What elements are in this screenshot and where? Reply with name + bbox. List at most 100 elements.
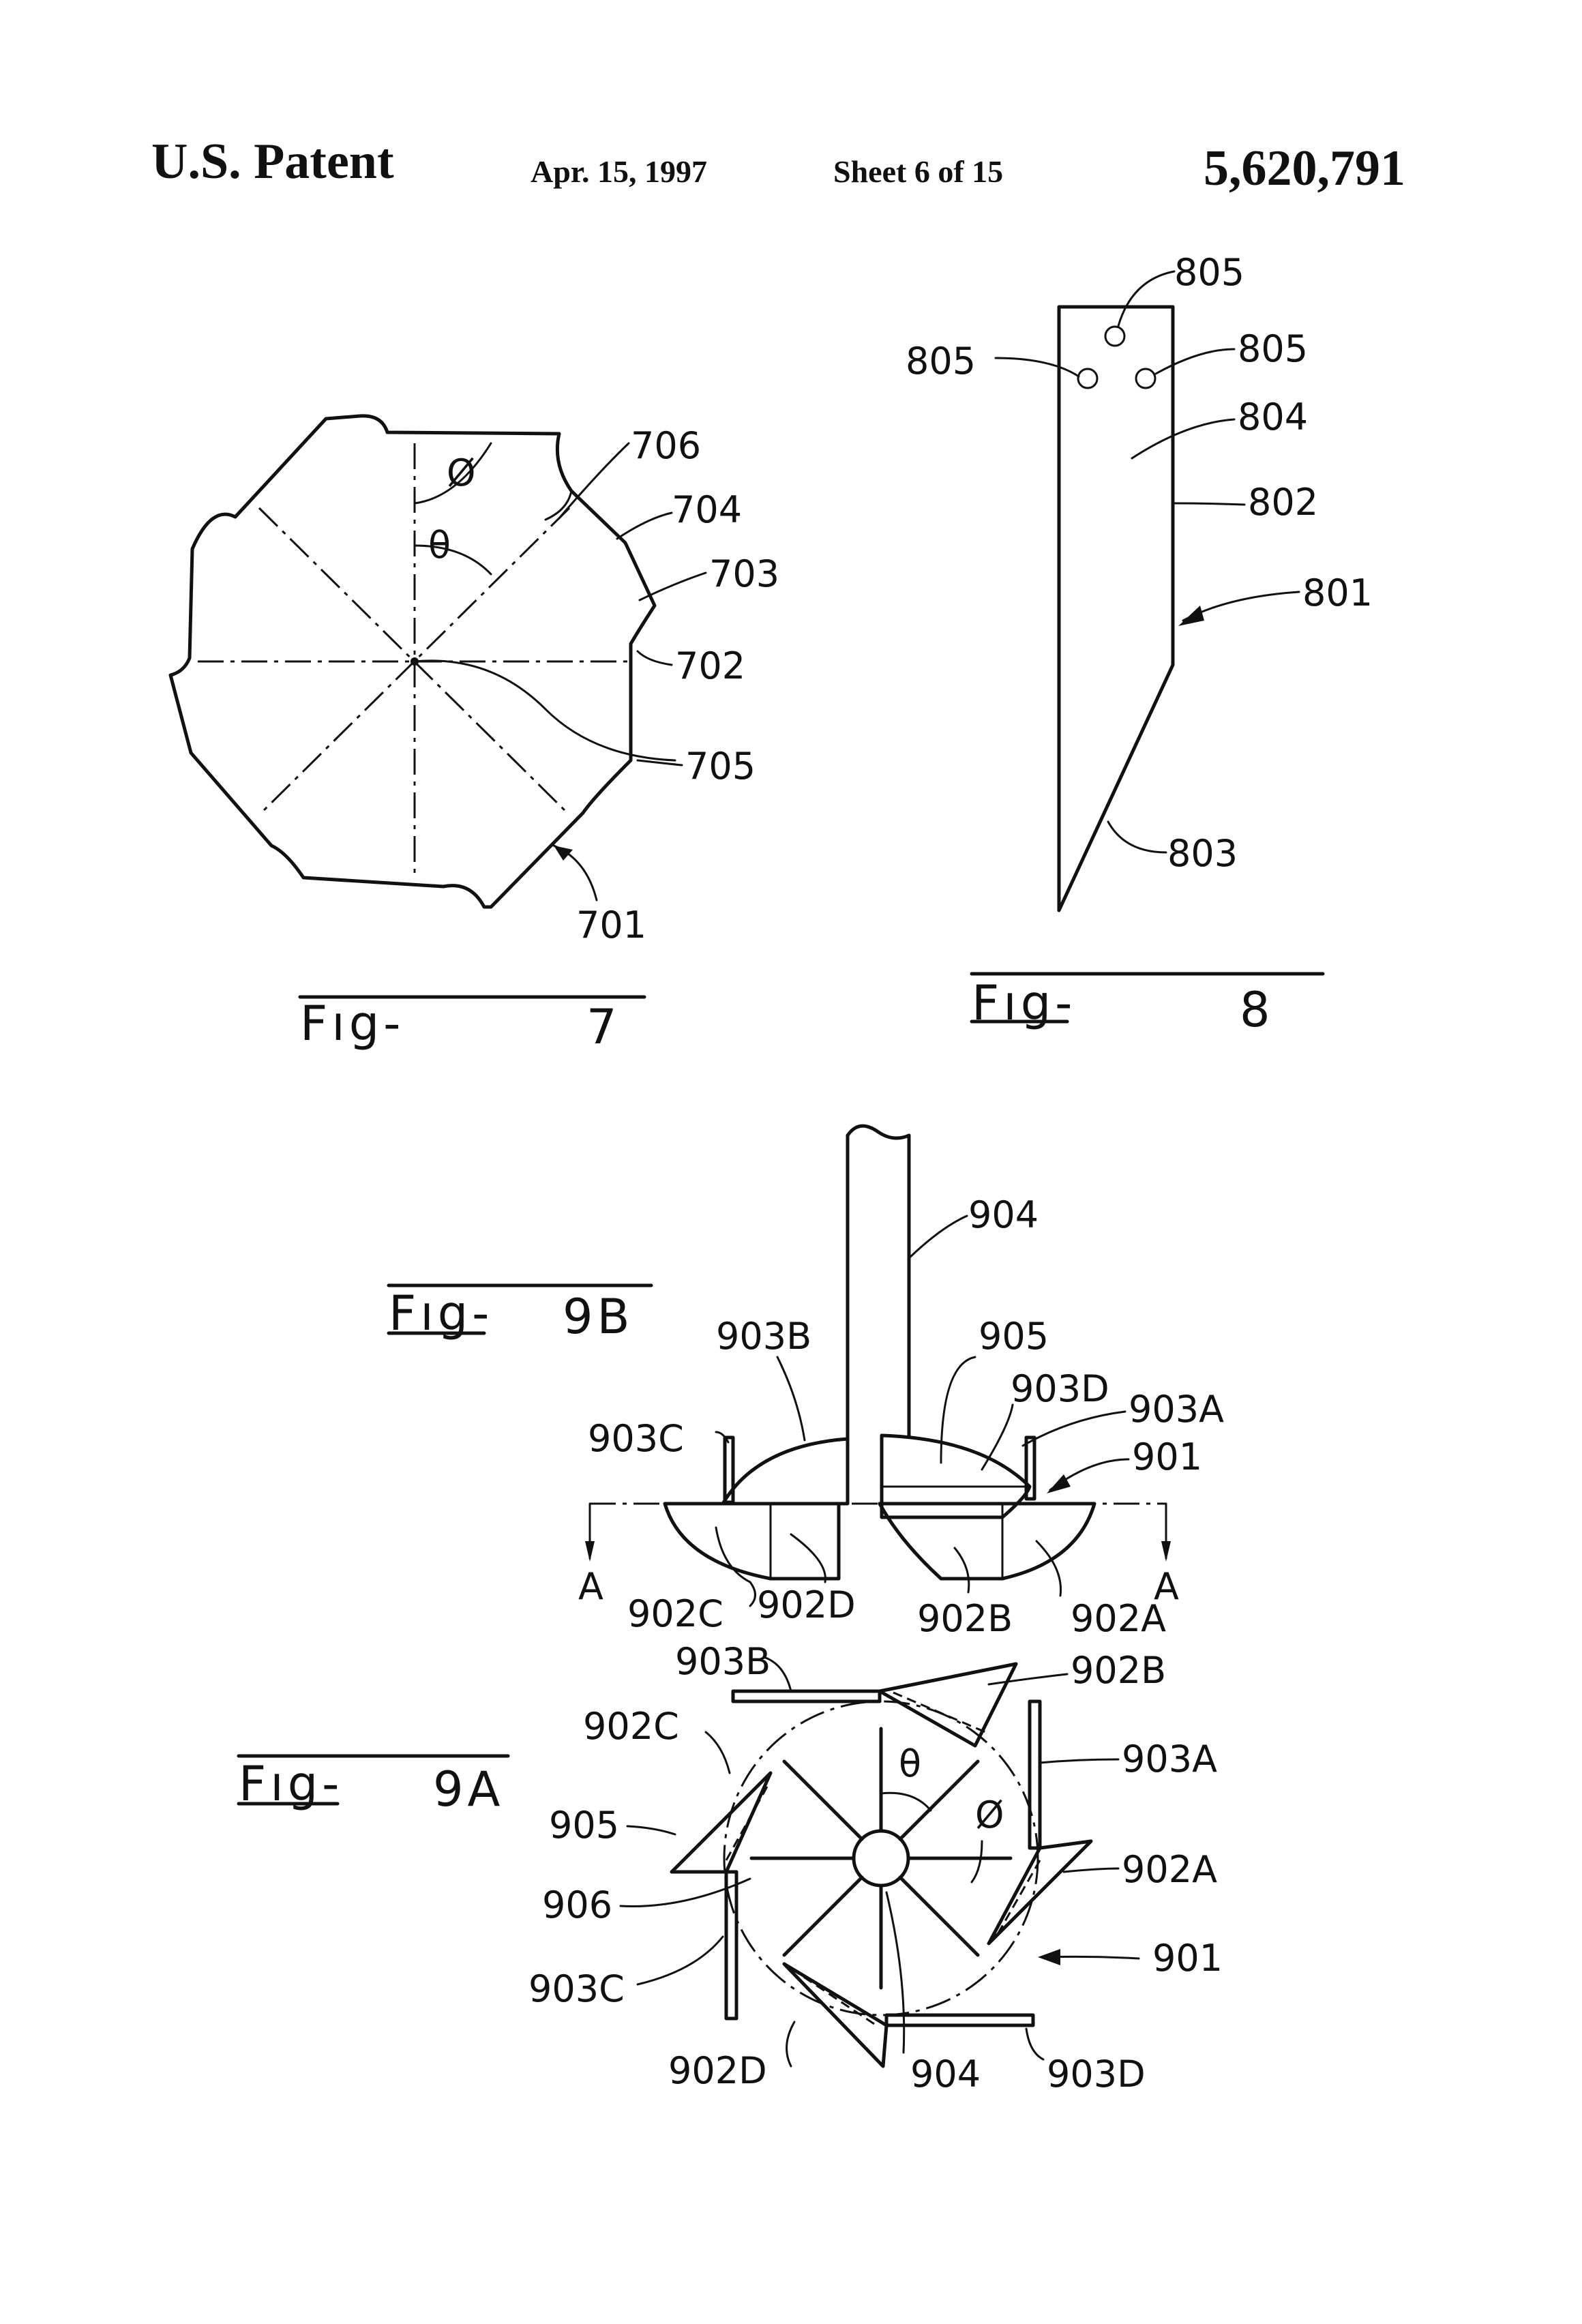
fig9b-shaft bbox=[848, 1135, 909, 1487]
fig8-label-805-top: 805 bbox=[1174, 251, 1244, 294]
fig8-leader-805a bbox=[1118, 271, 1174, 326]
fig9a-label-903D: 903D bbox=[1047, 2053, 1146, 2096]
fig7-notch-706 bbox=[546, 491, 571, 520]
fig9b-section-arrow-right bbox=[1161, 1541, 1171, 1562]
fig9a-leader-905 bbox=[627, 1826, 675, 1834]
fig7-number: 7 bbox=[586, 999, 621, 1055]
fig7-phi-symbol: Ø bbox=[447, 451, 476, 494]
fig9a-label-904: 904 bbox=[910, 2053, 981, 2096]
fig8-leader-805b bbox=[996, 358, 1079, 376]
fig8-label-801: 801 bbox=[1302, 571, 1373, 614]
fig8-leader-804 bbox=[1132, 419, 1234, 458]
fig8-number: 8 bbox=[1240, 982, 1274, 1038]
fig9b-blade-902C bbox=[665, 1504, 839, 1579]
fig9b-leader-902D bbox=[791, 1534, 825, 1582]
fig9a-label-905: 905 bbox=[549, 1804, 619, 1847]
fig9b-label-903A: 903A bbox=[1129, 1388, 1224, 1431]
fig9a-leader-903A bbox=[1040, 1759, 1118, 1763]
fig8-label-805-left: 805 bbox=[906, 340, 976, 383]
fig9a-arrow-901 bbox=[1038, 1949, 1060, 1965]
fig7-label-704: 704 bbox=[672, 488, 742, 531]
fig7-leader-703 bbox=[640, 573, 706, 600]
fig9b-label-901: 901 bbox=[1132, 1435, 1202, 1478]
fig9b-label-902A: 902A bbox=[1071, 1597, 1166, 1640]
fig9b-label-902B: 902B bbox=[917, 1597, 1013, 1640]
fig9a-theta-symbol: θ bbox=[899, 1742, 921, 1785]
fig9a-leader-904 bbox=[886, 1892, 904, 2053]
fig8-leader-802 bbox=[1174, 503, 1244, 505]
fig9a-label-902D: 902D bbox=[668, 2049, 767, 2092]
fig8-leader-803 bbox=[1108, 822, 1166, 852]
fig7-theta-arc bbox=[415, 546, 491, 574]
fig9a-blade-902B bbox=[880, 1664, 1016, 1746]
fig9b-label-904: 904 bbox=[968, 1193, 1039, 1236]
fig9a-label-906: 906 bbox=[542, 1883, 612, 1926]
fig9a-drawing bbox=[621, 1657, 1139, 2066]
fig9b-fin-903A bbox=[1026, 1437, 1034, 1499]
fig9b-blade-903B bbox=[723, 1439, 848, 1504]
fig9a-phi-arc bbox=[972, 1841, 982, 1882]
fig7-label-701: 701 bbox=[576, 904, 646, 947]
fig7-leader-706 bbox=[559, 443, 629, 518]
fig9a-fin-903C bbox=[726, 1872, 736, 2018]
fig8-label-803: 803 bbox=[1167, 832, 1238, 875]
fig9b-label-903D: 903D bbox=[1011, 1367, 1109, 1410]
fig9a-leader-902B bbox=[989, 1674, 1067, 1684]
fig9a-label-902C: 902C bbox=[583, 1705, 679, 1748]
fig9b-label-902D: 902D bbox=[757, 1583, 856, 1626]
fig8-label-805-right: 805 bbox=[1238, 327, 1308, 370]
fig9a-spoke-diag1 bbox=[784, 1761, 862, 1839]
fig9a-spoke-diag2 bbox=[900, 1877, 978, 1955]
fig8-blade-outline bbox=[1059, 307, 1173, 910]
fig7-leader-702 bbox=[638, 651, 672, 665]
fig9b-leader-903D bbox=[982, 1405, 1013, 1470]
fig7-label-703: 703 bbox=[709, 552, 779, 595]
fig9a-spoke-diag4 bbox=[784, 1877, 862, 1955]
fig9a-phi-symbol: Ø bbox=[975, 1793, 1004, 1836]
fig7-blade-curve bbox=[415, 661, 675, 760]
fig9a-leader-903D bbox=[1026, 2029, 1043, 2059]
fig9b-label-903C: 903C bbox=[588, 1417, 684, 1460]
fig9a-label-902B: 902B bbox=[1071, 1649, 1166, 1692]
fig9b-leader-902B bbox=[955, 1548, 969, 1592]
fig7-label-705: 705 bbox=[685, 745, 756, 788]
fig8-hole-top bbox=[1105, 327, 1124, 346]
fig9a-blade-902D bbox=[784, 1964, 886, 2066]
fig9b-leader-904 bbox=[909, 1216, 967, 1258]
fig9b-blade-902B bbox=[880, 1504, 1094, 1579]
fig9b-label-902C: 902C bbox=[627, 1592, 723, 1635]
fig8-hole-left bbox=[1078, 369, 1097, 388]
fig9b-leader-903B bbox=[777, 1357, 805, 1440]
fig7-leader-704 bbox=[617, 513, 672, 539]
fig9b-section-label-right: A bbox=[1154, 1565, 1179, 1608]
fig9a-label-903A: 903A bbox=[1122, 1738, 1217, 1781]
fig7-label-702: 702 bbox=[675, 644, 745, 687]
fig9a-leader-902C bbox=[706, 1732, 730, 1773]
fig9a-number: 9A bbox=[433, 1761, 504, 1817]
fig9a-fin-903B bbox=[733, 1691, 880, 1701]
fig9b-drawing bbox=[585, 1126, 1171, 1606]
fig9b-label-905: 905 bbox=[979, 1315, 1049, 1358]
fig9b-leader-903A bbox=[1023, 1412, 1125, 1446]
fig9b-section-ticks bbox=[590, 1504, 1166, 1558]
fig9b-number: 9B bbox=[563, 1289, 634, 1345]
fig7-arrow-701 bbox=[554, 846, 573, 861]
fig7-drawing bbox=[170, 416, 706, 907]
fig7-theta-symbol: θ bbox=[428, 524, 451, 567]
fig9a-label-903B: 903B bbox=[675, 1640, 771, 1683]
fig9a-label-902A: 902A bbox=[1122, 1848, 1217, 1891]
fig9a-label-903C: 903C bbox=[528, 1967, 625, 2010]
fig9b-shaft-break bbox=[848, 1126, 909, 1138]
fig9a-label-901: 901 bbox=[1152, 1937, 1223, 1980]
fig9a-leader-902D bbox=[787, 2022, 794, 2066]
fig8-hole-right bbox=[1136, 369, 1155, 388]
fig9b-leader-902A bbox=[1036, 1541, 1061, 1596]
fig9b-section-arrow-left bbox=[585, 1541, 595, 1562]
fig9a-fin-903D bbox=[886, 2015, 1033, 2025]
fig8-label-804: 804 bbox=[1238, 396, 1308, 438]
fig8-label-802: 802 bbox=[1248, 481, 1318, 524]
fig8-arrow-801 bbox=[1178, 606, 1204, 626]
fig9b-section-label-left: A bbox=[578, 1565, 603, 1608]
